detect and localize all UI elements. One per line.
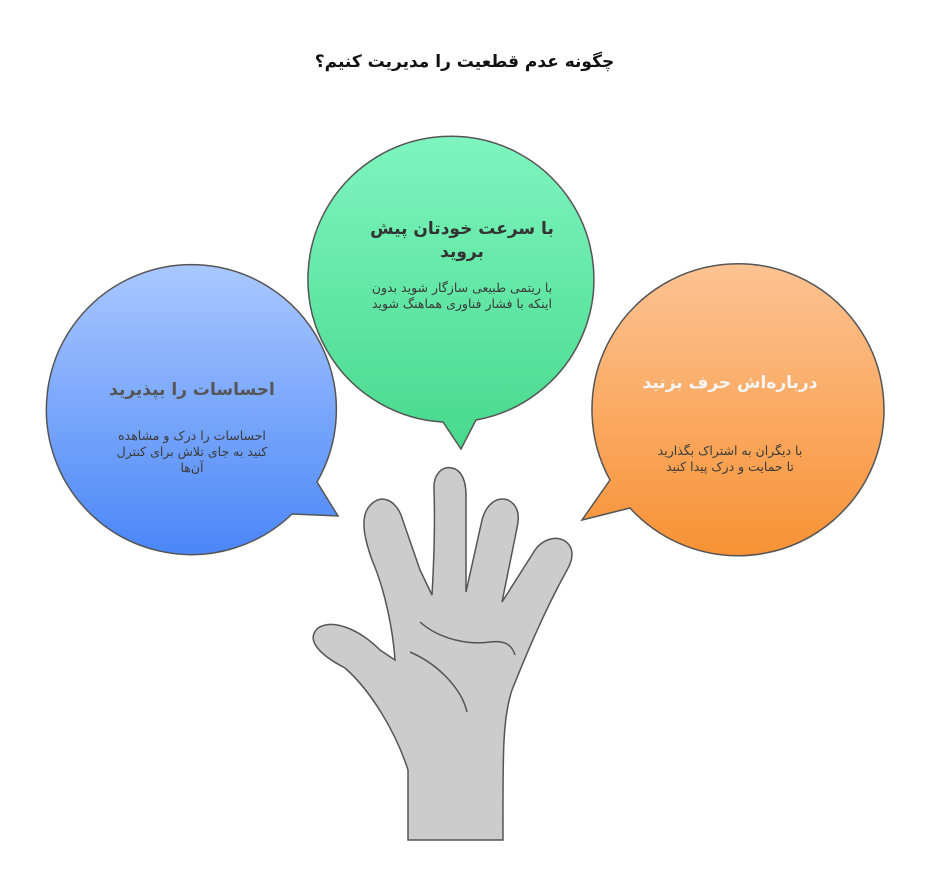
bubble-pace [307, 135, 595, 451]
bubble-accept-shape [45, 263, 340, 556]
bubble-accept [45, 263, 340, 556]
diagram-title: چگونه عدم قطعیت را مدیریت کنیم؟ [314, 52, 615, 72]
bubble-talk-heading: درباره‌اش حرف بزنید [642, 373, 818, 393]
bubble-pace-text: با سرعت خودتان پیش بروید با ریتمی طبیعی … [362, 218, 562, 312]
bubble-accept-heading: احساسات را بپذیرید [109, 380, 275, 400]
bubble-accept-text: احساسات را بپذیرید احساسات را درک و مشاه… [82, 379, 302, 476]
bubble-talk-text: درباره‌اش حرف بزنید با دیگران به اشتراک … [620, 372, 840, 475]
bubble-pace-body: با ریتمی طبیعی سازگار شوید بدون اینکه با… [371, 280, 553, 311]
bubble-talk [580, 262, 885, 557]
bubble-talk-shape [580, 262, 885, 557]
bubble-pace-heading: با سرعت خودتان پیش بروید [370, 219, 554, 262]
palm-line-top [419, 621, 516, 656]
bubble-accept-body: احساسات را درک و مشاهده کنید به جای تلاش… [116, 428, 268, 475]
hand-shape [312, 466, 573, 841]
bubble-talk-body: با دیگران به اشتراک بگذارید تا حمایت و د… [657, 443, 803, 474]
hand-illustration [312, 466, 573, 841]
bubble-pace-shape [307, 135, 595, 451]
palm-line-bottom [409, 651, 468, 713]
